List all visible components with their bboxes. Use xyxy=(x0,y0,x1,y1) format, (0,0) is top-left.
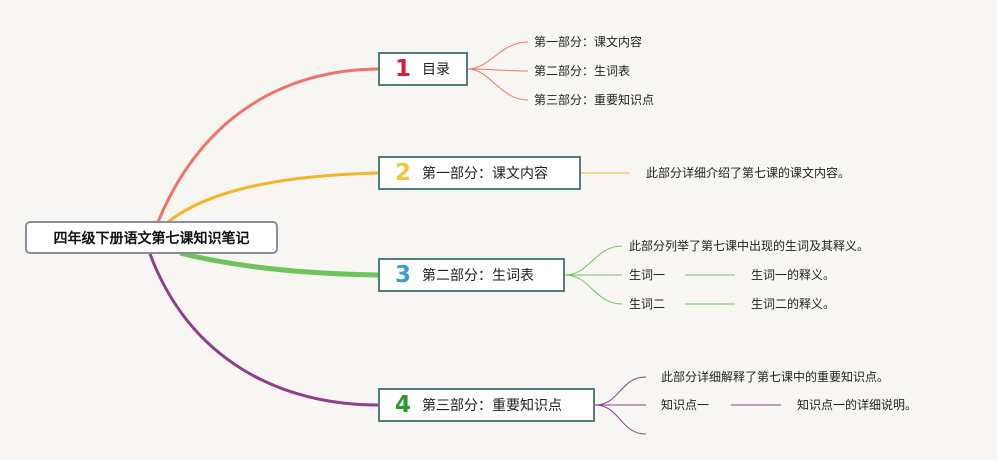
number-1-icon: 1 xyxy=(394,55,411,82)
root-title: 四年级下册语文第七课知识笔记 xyxy=(53,230,250,247)
number-4-icon: 4 xyxy=(394,391,411,418)
topic-3-label: 第二部分：生词表 xyxy=(422,268,534,284)
topic-1-child-3[interactable]: 第三部分：重要知识点 xyxy=(534,93,655,107)
branch-line-2 xyxy=(167,171,379,224)
topic-3-child-2[interactable]: 生词一 xyxy=(629,268,666,282)
topic-3[interactable]: 3 第二部分：生词表 xyxy=(378,258,565,292)
topic-2-child-1[interactable]: 此部分详细介绍了第七课的课文内容。 xyxy=(646,166,851,180)
topic-4-label: 第三部分：重要知识点 xyxy=(422,398,562,414)
topic-1-child-2[interactable]: 第二部分：生词表 xyxy=(534,64,631,78)
topic-4-child-2[interactable]: 知识点一 xyxy=(661,398,710,412)
root-topic[interactable]: 四年级下册语文第七课知识笔记 xyxy=(25,221,278,254)
topic-3-child-1[interactable]: 此部分列举了第七课中出现的生词及其释义。 xyxy=(629,239,870,253)
branch-line-4 xyxy=(148,253,379,407)
topic-1[interactable]: 1 目录 xyxy=(378,52,468,86)
branch-line-3 xyxy=(179,250,379,278)
topic-4-child-2-detail[interactable]: 知识点一的详细说明。 xyxy=(797,398,918,412)
topic-4[interactable]: 4 第三部分：重要知识点 xyxy=(378,388,595,422)
topic-1-child-1[interactable]: 第一部分：课文内容 xyxy=(534,35,643,49)
topic1-sub-lines xyxy=(467,41,529,101)
topic-3-child-3[interactable]: 生词二 xyxy=(629,297,666,311)
number-3-icon: 3 xyxy=(394,261,411,288)
topic-4-child-1[interactable]: 此部分详细解释了第七课中的重要知识点。 xyxy=(661,370,890,384)
topic-2[interactable]: 2 第一部分：课文内容 xyxy=(378,156,581,190)
branch-line-1 xyxy=(156,67,379,223)
topic-3-child-3-detail[interactable]: 生词二的释义。 xyxy=(751,297,836,311)
topic-2-label: 第一部分：课文内容 xyxy=(422,166,548,182)
topic-3-child-2-detail[interactable]: 生词一的释义。 xyxy=(751,268,836,282)
number-2-icon: 2 xyxy=(394,159,411,186)
topic-1-label: 目录 xyxy=(422,62,450,78)
topic4-sub-lines xyxy=(594,376,781,435)
topic3-sub-lines xyxy=(564,245,735,305)
